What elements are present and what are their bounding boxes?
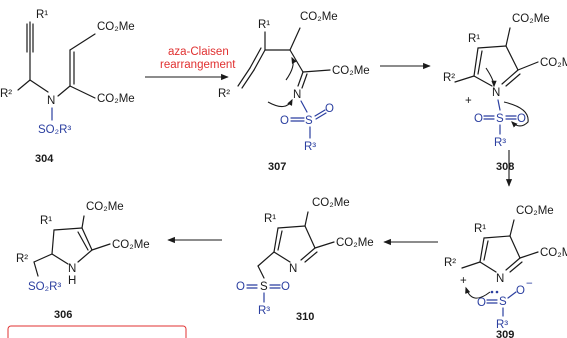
c306-ester-top: CO₂Me [86,201,124,213]
c310-o2: O [281,281,290,293]
c308-ester-right: CO₂Me [540,57,567,69]
c306-h: H [68,275,76,287]
c309-number: 309 [496,329,514,338]
c308-ester-top: CO₂Me [512,13,550,25]
c309-r2: R² [444,257,456,269]
c307-r3: R³ [304,141,316,153]
compound-306: CO₂Me R¹ CO₂Me N H R² SO₂R³ 306 [16,201,150,321]
c309-s: S [499,296,507,308]
arrow-aza-claisen: aza-Claisen rearrangement [145,46,236,81]
c306-sulfonyl: SO₂R³ [28,281,61,293]
c307-s: S [305,115,313,127]
c309-o2: O [516,285,525,297]
c309-charge-plus: + [460,275,467,287]
c308-o1: O [474,113,483,125]
c310-r3: R³ [258,305,270,317]
c304-n: N [47,95,55,107]
compound-310: CO₂Me R¹ CO₂Me N S O O R³ 310 [236,197,374,323]
c309-charge-minus: − [526,278,533,290]
c304-ester-bottom: CO₂Me [97,93,135,105]
c309-ester-top: CO₂Me [516,205,554,217]
c310-s: S [260,281,268,293]
c307-r2: R² [218,88,230,100]
c306-ester-right: CO₂Me [112,239,150,251]
c306-r2: R² [16,253,28,265]
c304-number: 304 [35,153,54,165]
c307-o1: O [280,115,289,127]
c309-ester-right: CO₂Me [540,247,567,259]
c308-o2: O [517,113,526,125]
c304-sulfonyl: SO₂R³ [38,124,71,136]
c310-o1: O [236,281,245,293]
c308-charge: + [465,95,472,107]
c304-r1: R¹ [36,9,48,21]
compound-309: CO₂Me R¹ CO₂Me N R² + S O O − R³ 309 [444,205,567,338]
c310-ester-top: CO₂Me [312,197,350,209]
compound-307: R¹ CO₂Me R² N CO₂Me S O O R³ 307 [218,11,370,173]
c306-number: 306 [54,309,72,321]
c310-ester-right: CO₂Me [336,237,374,249]
arrow-label-line2: rearrangement [160,59,236,71]
c310-r1: R¹ [264,213,276,225]
c307-ester-top: CO₂Me [300,11,338,23]
red-highlight-box [7,325,187,338]
c307-o2: O [325,103,334,115]
c307-r1: R¹ [258,19,270,31]
c309-r3: R³ [496,319,508,331]
compound-308: CO₂Me R¹ CO₂Me N R² + S O O R³ 308 [443,13,567,173]
c306-n: N [68,263,76,275]
c308-r3: R³ [494,137,506,149]
c309-n: N [496,273,504,285]
c306-r1: R¹ [40,215,52,227]
c307-n: N [293,89,301,101]
c304-r2: R² [0,88,12,100]
c309-o1: O [477,297,486,309]
c307-ester-right: CO₂Me [332,65,370,77]
c308-n: N [492,87,500,99]
c308-r2: R² [443,72,455,84]
arrow-label-line1: aza-Claisen [168,46,229,58]
compound-304: R¹ R² N SO₂R³ CO₂Me CO₂Me 304 [0,9,135,165]
c310-n: N [289,263,297,275]
c310-number: 310 [296,311,314,323]
c307-number: 307 [268,161,286,173]
c308-r1: R¹ [468,33,480,45]
c308-number: 308 [496,161,514,173]
c304-ester-top: CO₂Me [97,21,135,33]
c308-s: S [496,113,504,125]
c309-r1: R¹ [474,223,486,235]
